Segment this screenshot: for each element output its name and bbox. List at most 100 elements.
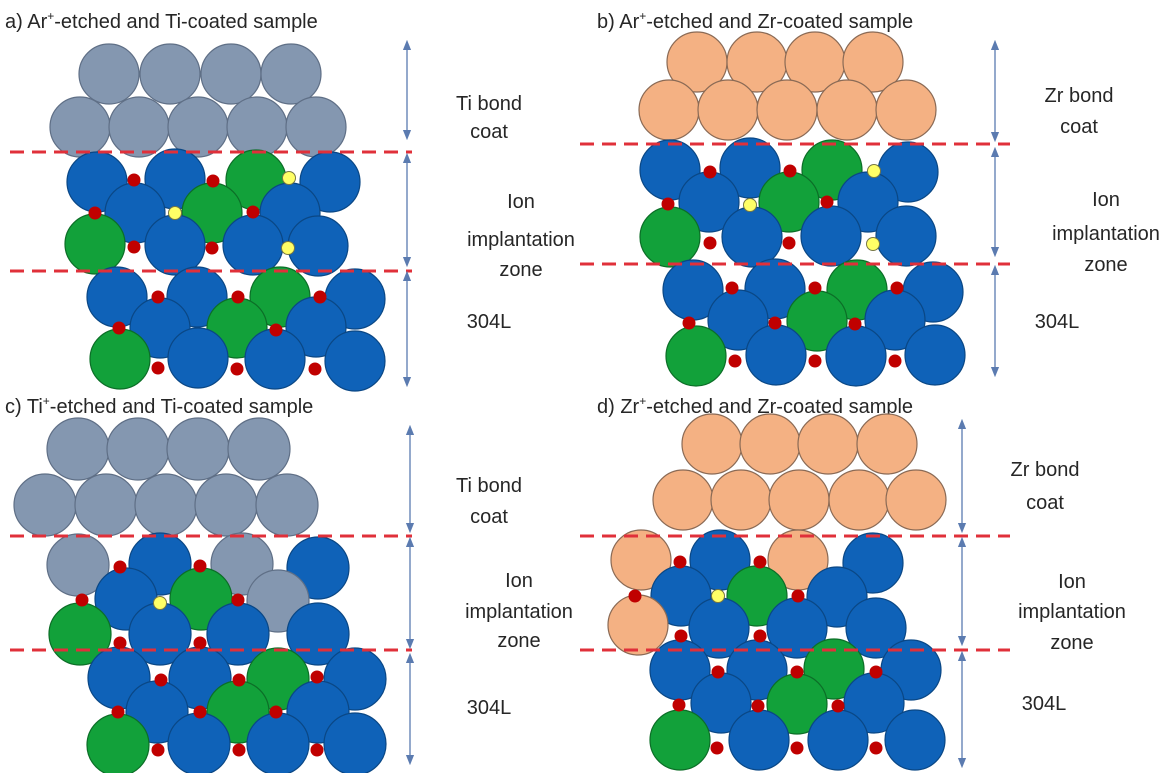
panel-title-prefix: d) Zr [597, 396, 640, 418]
bond-coat-label: coat [470, 506, 508, 528]
implanted-ion [281, 241, 295, 255]
interstitial-atom [151, 743, 165, 757]
fe-atom [728, 709, 790, 771]
fe-atom [246, 712, 310, 773]
zr-atom [828, 469, 890, 531]
interstitial-atom [269, 323, 283, 337]
implantation-zone-label: implantation [465, 601, 573, 623]
implantation-zone-label: implantation [1052, 223, 1160, 245]
interstitial-atom [890, 281, 904, 295]
zr-atom [842, 31, 904, 93]
interstitial-atom [753, 629, 767, 643]
bond-coat-label: Zr bond [1011, 459, 1080, 481]
interstitial-atom [113, 560, 127, 574]
zr-atom [816, 79, 878, 141]
interstitial-atom [710, 741, 724, 755]
panel-title-suffix: -etched and Zr-coated sample [646, 396, 913, 418]
fe-atom [287, 215, 349, 277]
panel-a: a) Ar+-etched and Ti-coated sample Ti bon… [5, 9, 575, 392]
ti-atom [49, 96, 111, 158]
ti-atom [227, 417, 291, 481]
panel-title-superscript: + [47, 9, 54, 23]
interstitial-atom [154, 673, 168, 687]
implantation-zone-label: zone [499, 259, 542, 281]
ti-atom [255, 473, 319, 537]
interstitial-atom [269, 705, 283, 719]
implantation-zone-label: Ion [505, 570, 533, 592]
interstitial-atom [808, 281, 822, 295]
interstitial-atom [246, 205, 260, 219]
interstitial-atom [193, 705, 207, 719]
fe-atom [721, 206, 783, 268]
interstitial-atom [111, 705, 125, 719]
ti-atom [13, 473, 77, 537]
cr-atom [649, 709, 711, 771]
interstitial-atom [728, 354, 742, 368]
panel-title-suffix: -etched and Zr-coated sample [646, 11, 913, 33]
interstitial-atom [113, 636, 127, 650]
zr-atom [768, 469, 830, 531]
panel-title-prefix: c) Ti [5, 396, 43, 418]
implanted-ion [711, 589, 725, 603]
zr-atom [652, 469, 714, 531]
fe-atom [745, 324, 807, 386]
panel-title-suffix: -etched and Ti-coated sample [54, 11, 318, 33]
substrate-label: 304L [1022, 693, 1067, 715]
ti-atom [167, 96, 229, 158]
bond-coat-label: coat [470, 121, 508, 143]
implanted-ion [866, 237, 880, 251]
interstitial-atom [310, 743, 324, 757]
interstitial-atom [783, 164, 797, 178]
panel-title: a) Ar+-etched and Ti-coated sample [5, 9, 318, 33]
zr-atom [756, 79, 818, 141]
interstitial-atom [127, 240, 141, 254]
zr-atom [739, 413, 801, 475]
fe-atom [167, 712, 231, 773]
zr-atom [607, 594, 669, 656]
panel-title-suffix: -etched and Ti-coated sample [50, 396, 314, 418]
interstitial-atom [674, 629, 688, 643]
interstitial-atom [790, 741, 804, 755]
fe-atom [167, 327, 229, 389]
implantation-zone-label: zone [497, 630, 540, 652]
ti-atom [139, 43, 201, 105]
interstitial-atom [193, 559, 207, 573]
ti-atom [200, 43, 262, 105]
interstitial-atom [888, 354, 902, 368]
ti-atom [46, 417, 110, 481]
bond-coat-label: Zr bond [1045, 85, 1114, 107]
fe-atom [324, 330, 386, 392]
interstitial-atom [313, 290, 327, 304]
interstitial-atom [88, 206, 102, 220]
interstitial-atom [127, 173, 141, 187]
fe-atom [144, 214, 206, 276]
ti-atom [134, 473, 198, 537]
interstitial-atom [820, 195, 834, 209]
fe-atom [222, 214, 284, 276]
interstitial-atom [232, 673, 246, 687]
interstitial-atom [231, 290, 245, 304]
ti-atom [78, 43, 140, 105]
fe-atom [800, 205, 862, 267]
zr-atom [875, 79, 937, 141]
cr-atom [665, 325, 727, 387]
implanted-ion [743, 198, 757, 212]
interstitial-atom [682, 316, 696, 330]
implantation-zone-label: zone [1084, 254, 1127, 276]
implanted-ion [168, 206, 182, 220]
panel-title: b) Ar+-etched and Zr-coated sample [597, 9, 913, 33]
interstitial-atom [628, 589, 642, 603]
implantation-zone-label: Ion [1092, 189, 1120, 211]
zr-atom [885, 469, 947, 531]
interstitial-atom [808, 354, 822, 368]
interstitial-atom [791, 589, 805, 603]
interstitial-atom [753, 555, 767, 569]
bond-coat-label: Ti bond [456, 93, 522, 115]
ti-atom [285, 96, 347, 158]
cr-atom [89, 328, 151, 390]
implantation-zone-label: implantation [1018, 601, 1126, 623]
interstitial-atom [703, 236, 717, 250]
interstitial-atom [725, 281, 739, 295]
